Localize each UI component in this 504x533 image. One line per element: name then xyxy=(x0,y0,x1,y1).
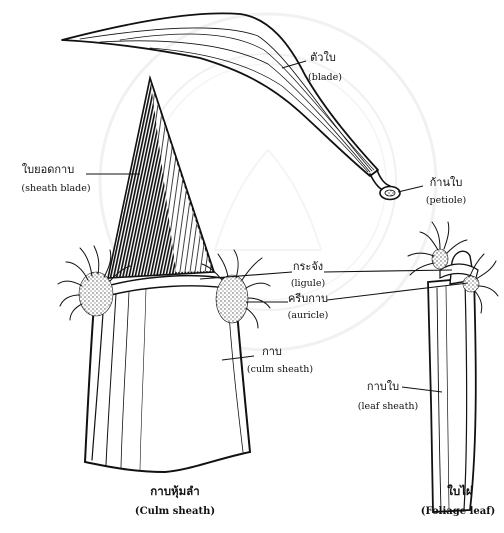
leader-petiole xyxy=(398,186,423,192)
caption-foliage-leaf-thai: ใบไผ่ xyxy=(447,484,473,498)
caption-culm-sheath-english: (Culm sheath) xyxy=(135,506,215,517)
foliage-leaf-drawing xyxy=(408,222,498,512)
label-ligule-thai: กระจัง xyxy=(293,260,323,273)
label-ligule-english: (ligule) xyxy=(291,278,325,289)
label-petiole: ก้านใบ (petiole) xyxy=(426,176,466,206)
caption-culm-sheath: กาบหุ้มลำ (Culm sheath) xyxy=(135,484,215,517)
caption-foliage-leaf-english: (Foliage leaf) xyxy=(421,506,496,517)
leaf-auricle-left xyxy=(432,249,448,269)
auricle-left xyxy=(79,272,113,316)
label-auricle-english: (auricle) xyxy=(288,310,329,321)
label-petiole-thai: ก้านใบ xyxy=(430,176,463,189)
label-leaf-sheath-english: (leaf sheath) xyxy=(358,401,419,412)
caption-culm-sheath-thai: กาบหุ้มลำ xyxy=(150,484,199,499)
petiole-stalk xyxy=(377,170,390,186)
label-sheath-blade-thai: ใบยอดกาบ xyxy=(22,163,74,176)
culm-sheath-drawing xyxy=(58,78,270,472)
blade-vein xyxy=(150,48,368,172)
label-petiole-english: (petiole) xyxy=(426,195,466,206)
label-leaf-sheath: กาบใบ (leaf sheath) xyxy=(358,380,419,412)
label-blade-english: (blade) xyxy=(308,72,342,83)
label-culm-sheath-english: (culm sheath) xyxy=(247,364,313,375)
petiole-base-inner xyxy=(385,190,395,196)
auricle-right xyxy=(216,275,248,323)
label-leaf-sheath-thai: กาบใบ xyxy=(367,380,399,393)
leader-ligule-left xyxy=(200,272,292,279)
label-sheath-blade: ใบยอดกาบ (sheath blade) xyxy=(21,163,90,194)
leader-ligule-right xyxy=(324,270,452,272)
leaf-sheath xyxy=(428,278,476,512)
blade-outline xyxy=(62,13,378,176)
label-ligule: กระจัง (ligule) xyxy=(291,260,325,289)
label-culm-sheath-thai: กาบ xyxy=(262,345,282,358)
leaf-blade xyxy=(62,13,378,176)
petiole-stalk xyxy=(370,174,383,190)
label-sheath-blade-english: (sheath blade) xyxy=(21,183,90,194)
label-blade-thai: ตัวใบ xyxy=(310,51,336,64)
label-auricle-thai: ครีบกาบ xyxy=(288,292,328,305)
